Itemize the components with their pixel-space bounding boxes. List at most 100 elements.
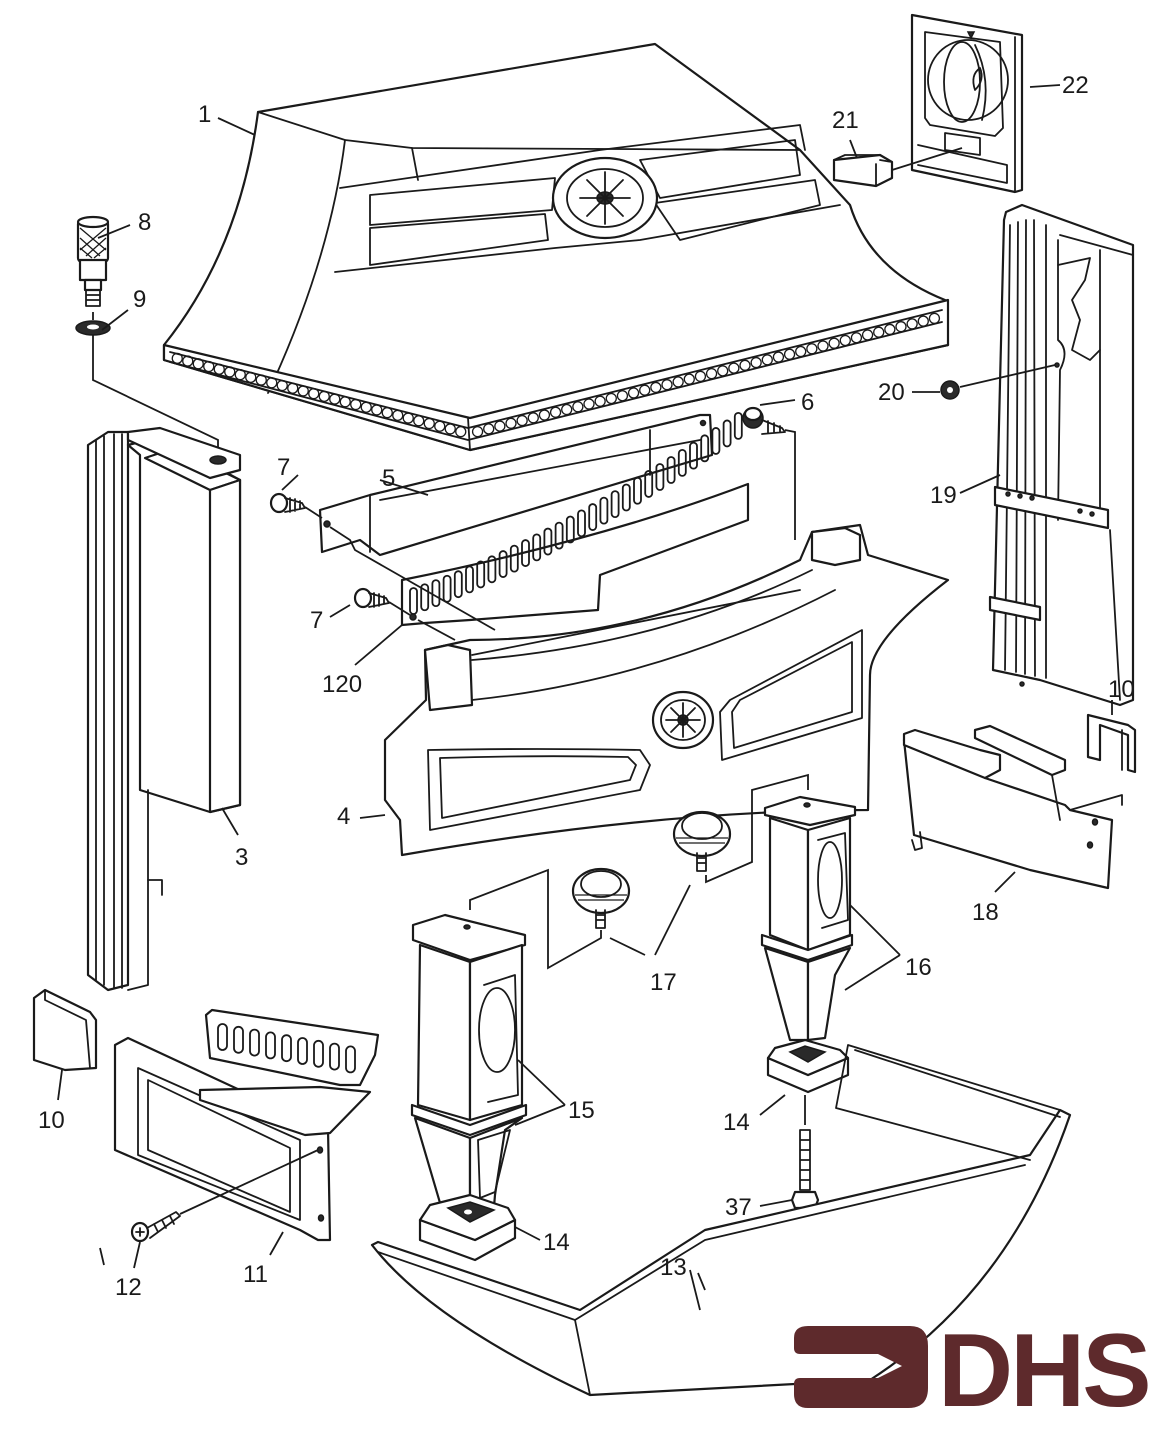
part-right-bracket [902, 724, 1123, 890]
part-knob-screw [742, 406, 796, 540]
bead-ornament [828, 337, 840, 349]
vent-slot [249, 1028, 260, 1057]
bead-ornament [839, 334, 851, 347]
bead-ornament [339, 396, 351, 408]
label-17: 17 [650, 969, 677, 996]
label-14-left: 14 [543, 1229, 570, 1256]
label-4: 4 [337, 803, 350, 830]
vent-slot [233, 1025, 244, 1054]
part-labels: 1 8 9 3 5 7 7 120 4 6 22 21 20 19 10 18 … [38, 72, 1135, 1301]
label-10-right: 10 [1108, 676, 1135, 703]
vent-slot [588, 503, 598, 531]
vent-slot [644, 470, 654, 498]
vent-slot [722, 419, 732, 448]
bead-ornament [783, 348, 796, 360]
bead-ornament [884, 323, 896, 336]
vent-slot [700, 434, 710, 463]
bead-ornament [329, 393, 341, 405]
bead-ornament [639, 384, 651, 396]
bead-ornament [538, 409, 551, 421]
bead-ornament [276, 379, 288, 392]
part-leg-foot-right [766, 1038, 850, 1094]
label-21: 21 [832, 107, 859, 134]
label-6: 6 [801, 389, 814, 416]
vent-slot [465, 565, 474, 594]
vent-slot [689, 441, 698, 470]
bead-ornament [434, 420, 446, 432]
vent-slot [599, 496, 609, 525]
label-12: 12 [115, 1274, 142, 1301]
label-19: 19 [930, 482, 957, 509]
bead-ornament [402, 412, 414, 424]
vent-slot [543, 527, 553, 556]
bead-ornament [683, 373, 695, 385]
label-10-left: 10 [38, 1107, 65, 1134]
part-screw-lower [353, 587, 456, 641]
bead-ornament [817, 340, 829, 352]
leader-lines [57, 84, 1113, 1311]
bead-ornament [694, 370, 707, 383]
label-18: 18 [972, 899, 999, 926]
bead-ornament [795, 345, 807, 358]
bead-ornament [203, 360, 215, 373]
bead-ornament [224, 366, 236, 378]
part-screw [130, 1149, 319, 1243]
bead-ornament [917, 315, 929, 327]
vent-slot [498, 550, 508, 578]
label-13: 13 [660, 1254, 687, 1281]
label-7-upper: 7 [277, 454, 290, 481]
label-37: 37 [725, 1194, 752, 1221]
vent-slot [297, 1037, 308, 1065]
bead-ornament [772, 351, 785, 363]
part-bolt [790, 1095, 820, 1210]
dhs-logo: DHS [794, 1318, 1150, 1414]
vent-slot [265, 1031, 276, 1060]
part-vent-grille [400, 411, 750, 627]
bead-ornament [717, 365, 729, 377]
label-11: 11 [243, 1261, 268, 1288]
bead-ornament [455, 425, 467, 438]
vent-slot [431, 579, 441, 608]
bead-ornament [549, 406, 562, 418]
label-3: 3 [235, 844, 248, 871]
bead-ornament [928, 312, 941, 325]
vent-slot [453, 570, 463, 599]
bead-ornament [494, 420, 506, 432]
bead-ornament [739, 359, 751, 371]
label-120: 120 [322, 671, 362, 698]
label-20: 20 [878, 379, 905, 406]
bead-ornament [594, 395, 606, 407]
bead-ornament [297, 385, 309, 397]
bead-ornament [650, 381, 662, 394]
bead-ornament [850, 332, 863, 344]
vent-slot [554, 521, 564, 550]
bead-ornament [381, 406, 393, 419]
bead-ornament [705, 367, 718, 380]
bead-ornament [516, 414, 528, 427]
bead-ornament [182, 355, 194, 367]
part-left-side-panel [86, 426, 242, 992]
part-leg-right [760, 795, 857, 1042]
bead-ornament [350, 398, 362, 411]
vent-slot [633, 476, 642, 505]
part-knurled-knob [76, 215, 110, 307]
vent-slot [329, 1042, 340, 1071]
part-leg-foot-left [418, 1193, 517, 1262]
part-hood [162, 42, 950, 452]
label-7-lower: 7 [310, 607, 323, 634]
vent-slot [476, 560, 486, 589]
bead-ornament [371, 404, 383, 416]
bead-ornament [255, 374, 267, 386]
label-22: 22 [1062, 72, 1089, 99]
bead-ornament [672, 376, 684, 388]
bead-ornament [561, 403, 573, 416]
bead-ornament [213, 363, 225, 375]
part-leg-knobs [469, 773, 809, 970]
part-control-plate [910, 13, 1024, 194]
bead-ornament [287, 382, 299, 394]
vent-slot [621, 483, 631, 512]
part-switch [832, 147, 963, 188]
vent-slot [655, 463, 665, 491]
bead-ornament [308, 387, 320, 400]
